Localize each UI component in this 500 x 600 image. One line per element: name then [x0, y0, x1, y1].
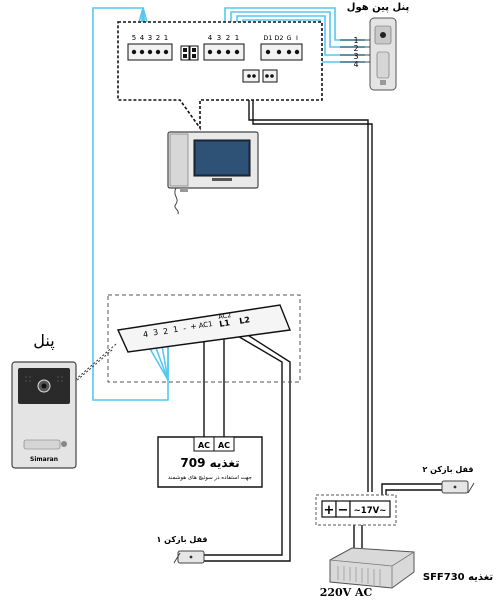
terminal-a-label: 3 — [148, 34, 152, 42]
panel-terminal: 3 — [152, 328, 158, 338]
pinhole-panel-label: پنل پین هول — [347, 2, 410, 13]
supply-709-terminal: AC — [198, 441, 210, 450]
terminal-c-label: I — [296, 34, 298, 42]
terminal-b-label: 1 — [235, 34, 239, 42]
terminal-a-label: 4 — [140, 34, 145, 42]
panel-terminal: L1 — [219, 318, 231, 329]
outdoor-panel: پنل Simaran — [11, 331, 77, 469]
panel-terminal-labels: 4 3 2 1 - + AC1 AC2 L1 L2 — [142, 311, 250, 339]
outdoor-panel-brand: Simaran — [30, 456, 58, 463]
panel-terminal: + — [190, 322, 198, 332]
lock-1-label: قفل بازکن ۱ — [156, 535, 207, 544]
panel-terminal: - — [182, 324, 186, 333]
main-panel-callout: 4 3 2 1 - + AC1 AC2 L1 L2 — [59, 294, 301, 396]
terminal-a-label: 1 — [164, 34, 168, 42]
panel-terminal: 4 — [142, 330, 148, 340]
lock-1: قفل بازکن ۱ — [156, 535, 208, 564]
pinhole-pin-label: 4 — [353, 60, 358, 69]
terminal-c-label: D1 — [263, 34, 272, 42]
terminal-17v: + − ~17V~ — [315, 494, 397, 526]
terminal-a-label: 2 — [156, 34, 160, 42]
lock-terminal-block — [242, 69, 278, 83]
monitor-terminal-callout: 5 4 3 2 1 4 3 2 1 — [117, 21, 323, 131]
sff730-label: تغذیه SFF730 — [423, 572, 493, 583]
terminal-ac-17v: ~17V~ — [354, 506, 387, 516]
terminal-plus: + — [324, 503, 335, 518]
terminal-block-a: 5 4 3 2 1 — [127, 34, 173, 61]
panel-terminal: AC2 — [218, 311, 232, 321]
terminal-b-label: 3 — [217, 34, 221, 42]
speaker-grille — [25, 376, 63, 382]
panel-terminal: 1 — [172, 325, 178, 335]
terminal-b-label: 2 — [226, 34, 230, 42]
terminal-block-c: D1 D2 G I — [260, 34, 303, 61]
panel-terminal: AC1 — [198, 320, 213, 330]
black-wires — [203, 82, 442, 562]
terminal-minus: − — [338, 503, 349, 518]
power-supply-icon — [329, 547, 415, 589]
terminal-block-b: 4 3 2 1 — [203, 34, 245, 61]
supply-709-terminal: AC — [218, 441, 230, 450]
supply-709-title: تغذیه 709 — [180, 456, 239, 470]
panel-terminal: 2 — [162, 327, 168, 337]
pinhole-pin-label: 2 — [353, 44, 358, 53]
terminal-b-label: 4 — [208, 34, 213, 42]
supply-709: AC AC تغذیه 709 جهت استفاده در سوئیچ های… — [157, 436, 263, 488]
pinhole-panel: پنل پین هول 1 2 3 4 — [340, 2, 410, 91]
terminal-a-label: 5 — [132, 34, 136, 42]
sff730-power-supply: تغذیه SFF730 220V AC — [320, 547, 493, 599]
outdoor-panel-label: پنل — [33, 331, 54, 351]
dip-switch — [180, 45, 199, 61]
panel-terminal: L2 — [239, 315, 251, 326]
terminal-c-label: D2 — [274, 34, 283, 42]
pinhole-pin-label: 3 — [353, 52, 358, 61]
terminal-c-label: G — [286, 34, 291, 42]
monitor-icon — [167, 131, 259, 215]
sff730-input: 220V AC — [320, 586, 373, 599]
power-supply-fins — [337, 566, 381, 586]
lock-2: قفل بازکن ۲ — [422, 465, 475, 494]
supply-709-subtitle: جهت استفاده در سوئیچ های هوشمند — [168, 475, 252, 481]
pinhole-pin-label: 1 — [353, 36, 358, 45]
lock-2-label: قفل بازکن ۲ — [422, 465, 473, 474]
